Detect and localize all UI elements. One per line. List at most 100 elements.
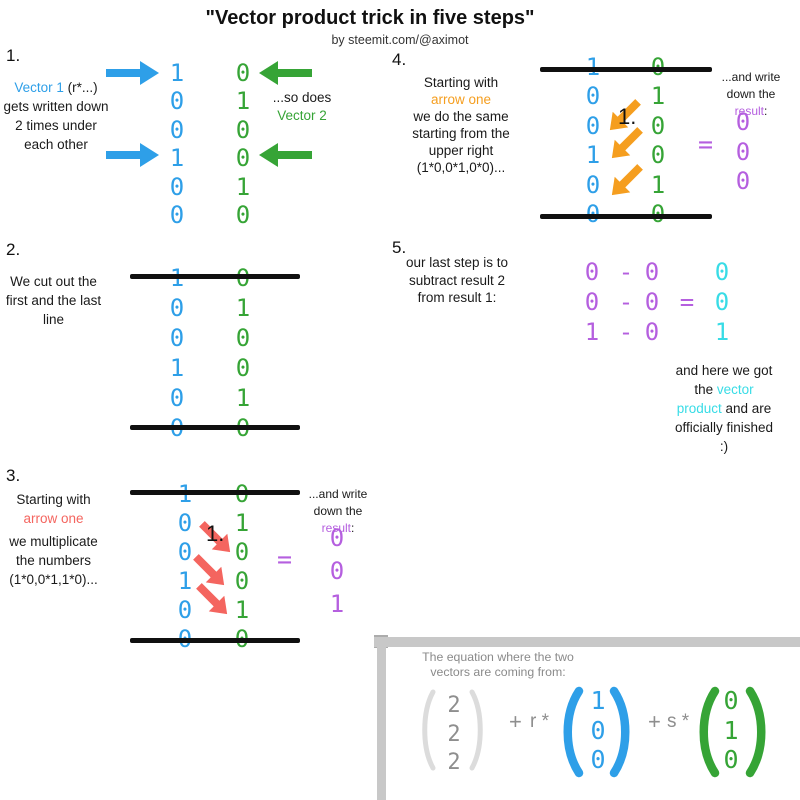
note-line: down the bbox=[313, 504, 363, 518]
outro-line: :) bbox=[719, 439, 729, 454]
result-column-step3: 0 0 1 bbox=[322, 522, 352, 621]
vector-product-word: product bbox=[676, 401, 722, 416]
vector-cell: 1 bbox=[169, 354, 185, 382]
note-line: down the bbox=[726, 87, 776, 101]
vector-cell: 1 bbox=[650, 82, 666, 111]
blue-arrow-icon bbox=[106, 142, 160, 168]
result-word: result bbox=[734, 104, 764, 118]
minuend-column: 0 0 1 bbox=[577, 257, 607, 347]
vector2-equation-column: 0 1 0 bbox=[716, 686, 746, 775]
outro-line: the vector bbox=[694, 382, 754, 397]
vector-cell: 0 bbox=[235, 115, 251, 144]
number-cell: 0 bbox=[714, 288, 730, 316]
equals-sign-step4: = bbox=[698, 130, 714, 159]
red-arrow-icon bbox=[191, 578, 235, 622]
vector2-column-step4: 0 1 0 0 1 0 bbox=[643, 53, 673, 229]
result-cell: 0 bbox=[735, 108, 751, 136]
step1-label: 1. bbox=[6, 46, 21, 65]
vector-cell: 0 bbox=[169, 115, 185, 144]
caption-line: Starting with bbox=[16, 492, 91, 507]
number-cell: 0 bbox=[644, 318, 660, 346]
vector-cell: 0 bbox=[585, 82, 601, 111]
step1-caption: Vector 1 (r*...) gets written down 2 tim… bbox=[0, 78, 112, 154]
red-arrow-icon bbox=[188, 549, 232, 593]
green-arrow-icon bbox=[258, 142, 312, 168]
vector1-column-step2: 1 0 0 1 0 0 bbox=[162, 263, 192, 443]
green-arrow-icon bbox=[258, 60, 312, 86]
vector-cell: 0 bbox=[235, 144, 251, 173]
cut-line-bottom-step3 bbox=[130, 638, 300, 643]
spacer bbox=[672, 317, 702, 347]
caption-line: 2 times under bbox=[15, 118, 97, 133]
number-cell: 2 bbox=[447, 750, 461, 775]
red-arrow-icon bbox=[194, 516, 238, 560]
note-line: ...and write bbox=[308, 487, 368, 501]
number-cell: 2 bbox=[447, 693, 461, 718]
number-cell: 1 bbox=[584, 318, 600, 346]
cut-line-bottom-step2 bbox=[130, 425, 300, 430]
arrow-one-word: arrow one bbox=[23, 511, 84, 526]
vector-cell: 1 bbox=[585, 141, 601, 170]
vector-cell: 0 bbox=[234, 538, 250, 566]
number-cell: 0 bbox=[590, 715, 606, 745]
number-cell: 0 bbox=[590, 745, 606, 774]
number-cell: 0 bbox=[723, 745, 739, 774]
arrow-one-number-label: 1. bbox=[206, 521, 225, 546]
caption-line: the numbers bbox=[15, 553, 92, 568]
vector1-column-step4: 1 0 0 1 0 0 bbox=[578, 53, 608, 229]
subtrahend-column: 0 0 0 bbox=[637, 257, 667, 347]
step5-caption: our last step is to subtract result 2 fr… bbox=[396, 254, 518, 307]
step4-label: 4. bbox=[392, 50, 407, 69]
close-paren-icon bbox=[745, 684, 771, 780]
outro-line: and here we got bbox=[675, 363, 773, 378]
step5-outro: and here we got the vector product and a… bbox=[664, 361, 784, 456]
cut-line-top-step2 bbox=[130, 274, 300, 279]
number-cell: 0 bbox=[723, 686, 739, 715]
coefficient-s: s * bbox=[667, 711, 690, 732]
orange-arrow-icon bbox=[602, 94, 646, 138]
vector-cell: 0 bbox=[235, 59, 251, 87]
vector-cell: 0 bbox=[169, 294, 185, 322]
vector1-column-step1: 1 0 0 1 0 0 bbox=[162, 59, 192, 229]
vector-cell: 0 bbox=[169, 384, 185, 412]
page-title: "Vector product trick in five steps" bbox=[205, 7, 535, 29]
vector-cell: 1 bbox=[169, 144, 185, 173]
caption-line: starting from the bbox=[412, 126, 510, 141]
note-line: result: bbox=[734, 104, 768, 118]
caption-line: each other bbox=[24, 137, 88, 152]
caption-line: we multiplicate bbox=[9, 534, 98, 549]
vector2-column-step1: 0 1 0 0 1 0 bbox=[228, 59, 258, 229]
coefficient-r: r * bbox=[530, 711, 549, 732]
spacer bbox=[672, 257, 702, 287]
vector-cell: 1 bbox=[235, 87, 251, 116]
vector-cell: 0 bbox=[235, 324, 251, 352]
open-paren-icon bbox=[694, 684, 720, 780]
number-cell: 0 bbox=[584, 258, 600, 286]
vector-cell: 0 bbox=[169, 172, 185, 201]
arrow-one-number-label: 1. bbox=[618, 104, 637, 129]
minus-column: - - - bbox=[611, 257, 641, 347]
close-paren-icon bbox=[467, 687, 489, 773]
outro-line: product and are bbox=[676, 401, 772, 416]
outro-line: officially finished bbox=[674, 420, 774, 435]
step3-note: ...and write down the result: bbox=[306, 486, 370, 537]
cut-line-top-step3 bbox=[130, 490, 300, 495]
caption-line: (1*0,0*1,0*0)... bbox=[416, 160, 506, 175]
caption-line: from result 1: bbox=[417, 290, 497, 305]
step5-label: 5. bbox=[392, 238, 407, 257]
vector1-column-step3: 1 0 0 1 0 0 bbox=[170, 480, 200, 654]
minus-sign: - bbox=[618, 258, 634, 286]
number-cell: 1 bbox=[590, 686, 606, 715]
caption-line: We cut out the bbox=[10, 274, 97, 289]
orange-arrow-icon bbox=[604, 159, 648, 203]
caption-line: The equation where the two bbox=[422, 650, 574, 664]
vector-cell: 1 bbox=[235, 384, 251, 412]
final-result-column: 0 0 1 bbox=[707, 257, 737, 347]
open-paren-icon bbox=[558, 684, 584, 780]
step4-caption: Starting with arrow one we do the same s… bbox=[398, 74, 524, 176]
base-vector-column: 2 2 2 bbox=[439, 692, 469, 778]
vector-cell: 0 bbox=[585, 170, 601, 199]
result-cell: 0 bbox=[735, 137, 751, 166]
vector-cell: 0 bbox=[177, 509, 193, 537]
number-cell: 0 bbox=[714, 258, 730, 286]
